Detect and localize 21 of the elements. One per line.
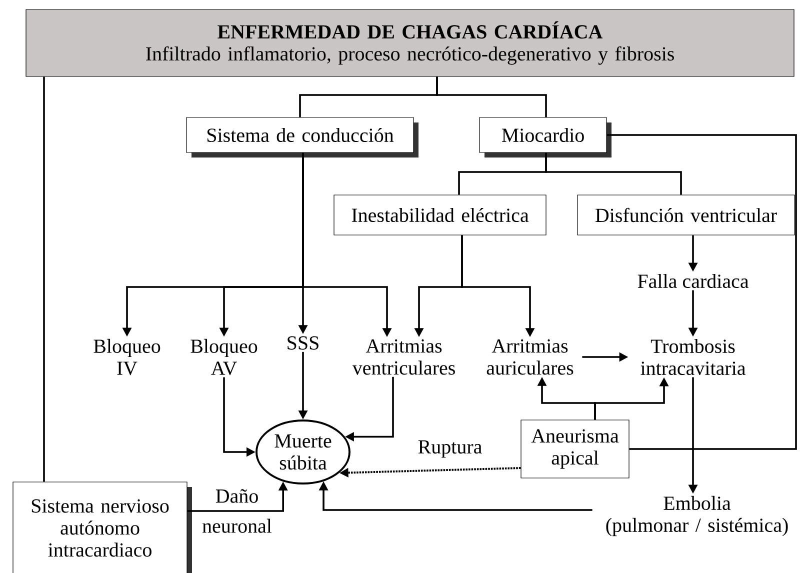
node-label: Bloqueo IV [94,338,160,376]
title-banner: ENFERMEDAD DE CHAGAS CARDÍACA Infiltrado inflamatorio, proceso necrótico-degenerativo y fibrosis [26,9,794,77]
connector-line [545,152,682,195]
connector-line [436,76,547,118]
node-label: Trombosis intracavitaria [640,338,746,376]
process-box: Disfunción ventricular [577,194,795,236]
node-label: SSS [288,336,318,350]
process-box: Inestabilidad eléctrica [334,194,546,236]
process-box: Sistema nervioso autónomo intracardiaco [12,482,192,573]
node-label: Arritmias auriculares [486,339,574,375]
process-box: Miocardio [479,117,612,158]
node-label: Falla cardiaca [638,274,749,288]
process-box: Sistema de conducción [186,117,418,158]
connector-line [43,76,45,482]
node-label: Embolia (pulmonar / sistémica) [606,496,788,536]
node-label: Arritmias ventriculares [352,339,455,375]
connector-line [606,134,797,450]
node-label: Bloqueo AV [190,338,258,376]
process-box: Aneurisma apical [520,420,630,478]
edge-label: Daño neuronal [202,489,272,533]
edge-label: Ruptura [416,439,484,459]
